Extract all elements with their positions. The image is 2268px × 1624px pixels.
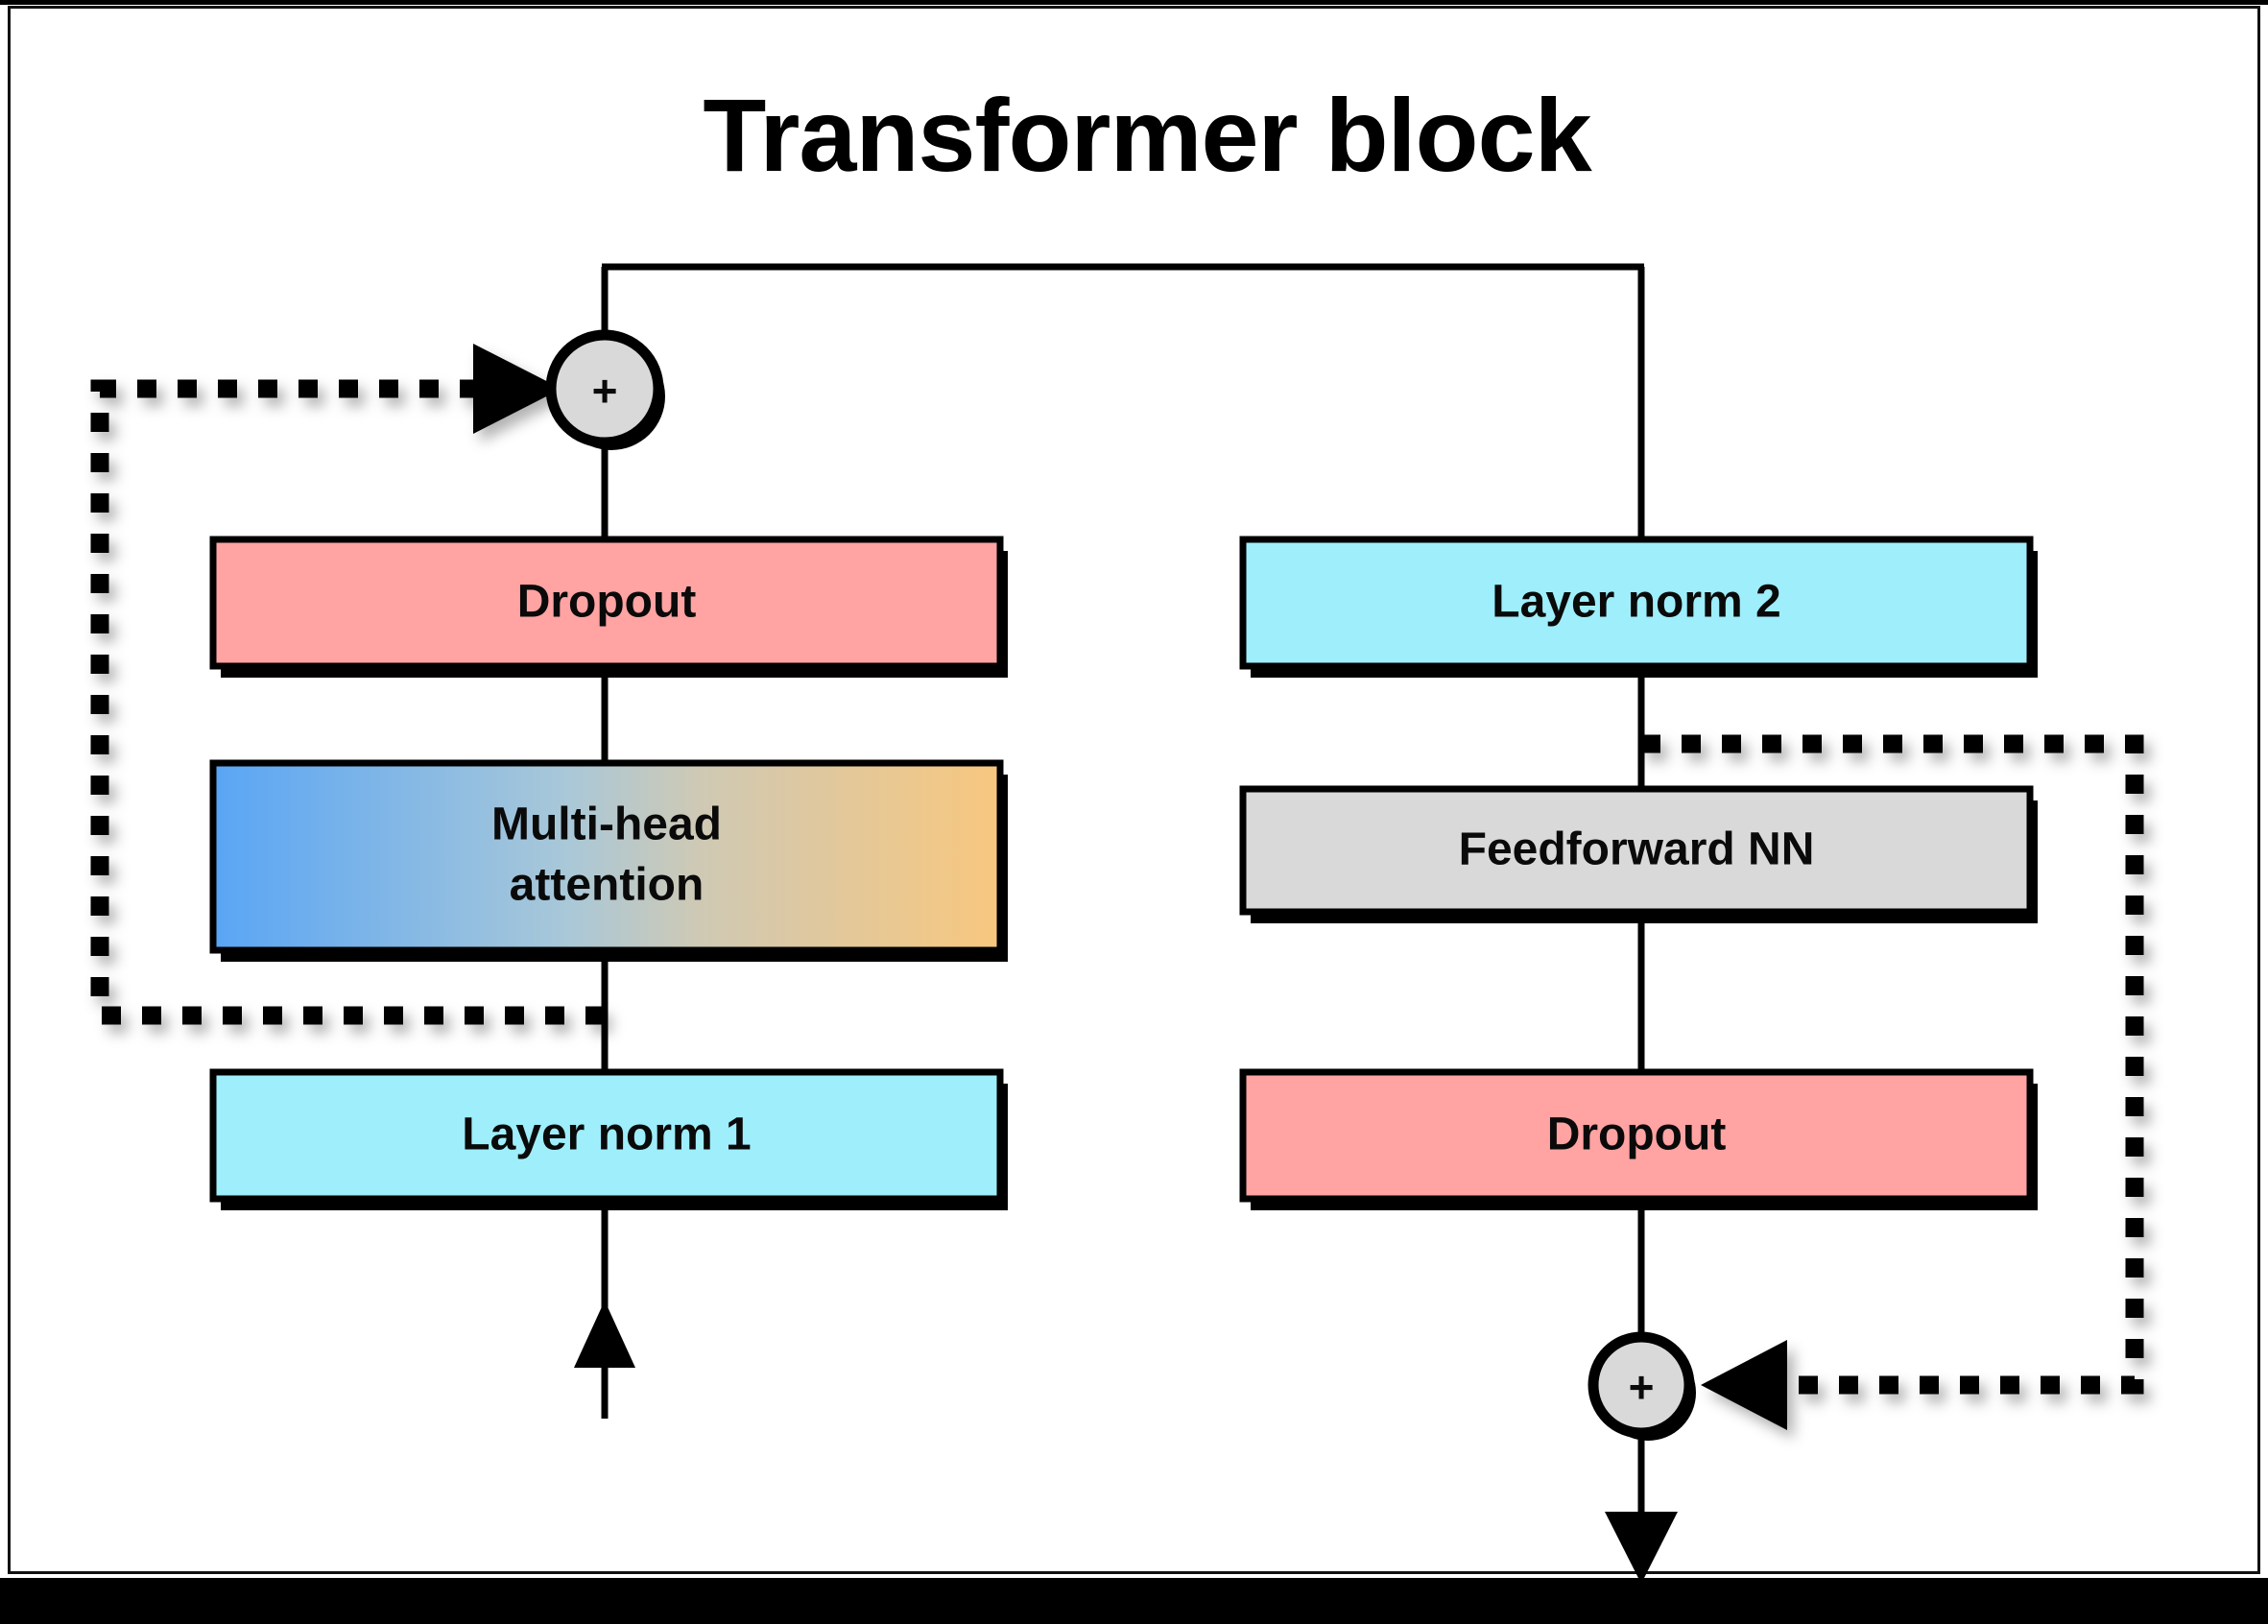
frame-bottom-band bbox=[0, 1578, 2268, 1624]
frame-top-band bbox=[0, 0, 2268, 5]
feedforward-nn-label: Feedforward NN bbox=[1459, 824, 1815, 875]
edge-output-arrow bbox=[1605, 1433, 1678, 1584]
layer-norm-2-box[interactable]: Layer norm 2 bbox=[1239, 536, 2038, 678]
dropout-1-label: Dropout bbox=[517, 577, 697, 628]
diagram-title: Transformer block bbox=[703, 77, 1592, 193]
layer-norm-2-label: Layer norm 2 bbox=[1492, 577, 1780, 628]
layer-norm-1-box[interactable]: Layer norm 1 bbox=[209, 1068, 1008, 1210]
edge-residual-skip-1 bbox=[90, 344, 605, 1025]
dropout-1-box[interactable]: Dropout bbox=[209, 536, 1008, 678]
add-node-1[interactable]: + bbox=[545, 329, 665, 450]
add-node-2[interactable]: + bbox=[1588, 1331, 1696, 1441]
edge-add1-to-layernorm2 bbox=[601, 263, 1645, 539]
dropout-2-box[interactable]: Dropout bbox=[1239, 1068, 2038, 1210]
edge-residual-skip-2 bbox=[1641, 734, 2144, 1430]
edge-input-arrow bbox=[574, 1202, 635, 1419]
multi-head-attention-label-line-1: Multi-head bbox=[491, 800, 722, 850]
multi-head-attention-label-line-2: attention bbox=[510, 860, 704, 911]
multi-head-attention-box[interactable]: Multi-head attention bbox=[209, 759, 1008, 962]
add-node-2-label: + bbox=[1629, 1362, 1655, 1412]
layer-norm-1-label: Layer norm 1 bbox=[462, 1110, 751, 1160]
add-node-1-label: + bbox=[592, 366, 618, 416]
feedforward-nn-box[interactable]: Feedforward NN bbox=[1239, 785, 2038, 923]
dropout-2-label: Dropout bbox=[1547, 1110, 1727, 1160]
